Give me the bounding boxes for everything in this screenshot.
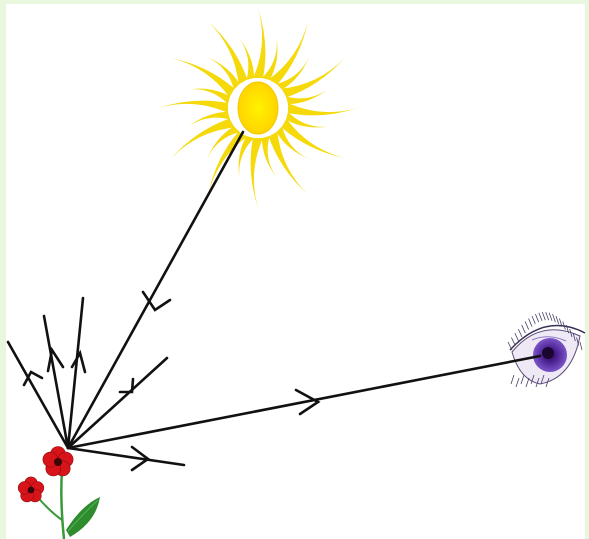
eyelash (521, 375, 524, 384)
scatter-arrowhead (72, 353, 85, 372)
eyelash (516, 378, 519, 387)
scatter-ray (68, 358, 167, 448)
eyelash (556, 316, 559, 324)
eyelash (511, 375, 514, 384)
sun-ray (253, 8, 265, 78)
sun-ray (269, 21, 308, 84)
eyelash (511, 338, 515, 346)
sun-ray (251, 138, 263, 208)
sun-ray (158, 101, 228, 113)
light-rays (8, 132, 540, 470)
eye-icon (508, 312, 585, 387)
eyelash (549, 313, 552, 321)
eyelash (553, 314, 556, 322)
sun-core (238, 82, 278, 134)
incident-ray (68, 132, 243, 448)
eyelash (525, 322, 529, 330)
eyelash (529, 319, 532, 327)
eyelash (522, 325, 526, 333)
flower-center (54, 458, 62, 466)
eyelash (546, 312, 549, 320)
eyelash (515, 333, 519, 341)
eyelash (526, 378, 529, 387)
flower-center (28, 487, 35, 494)
scatter-ray (68, 448, 184, 465)
ray-to-eye (68, 356, 540, 448)
flower-icon (18, 447, 100, 539)
eyelash (580, 342, 582, 350)
eyelash (539, 313, 542, 321)
sun-ray (171, 58, 234, 97)
eyelash (535, 314, 538, 322)
scatter-arrowhead (48, 350, 63, 371)
sun-icon (158, 8, 358, 208)
eyelash (532, 316, 535, 324)
eyelash (542, 312, 545, 320)
sun-ray (281, 119, 344, 158)
eyelash (518, 329, 522, 337)
eyelash (508, 342, 512, 350)
sun-ray (288, 103, 358, 115)
scatter-arrowhead (120, 379, 133, 392)
